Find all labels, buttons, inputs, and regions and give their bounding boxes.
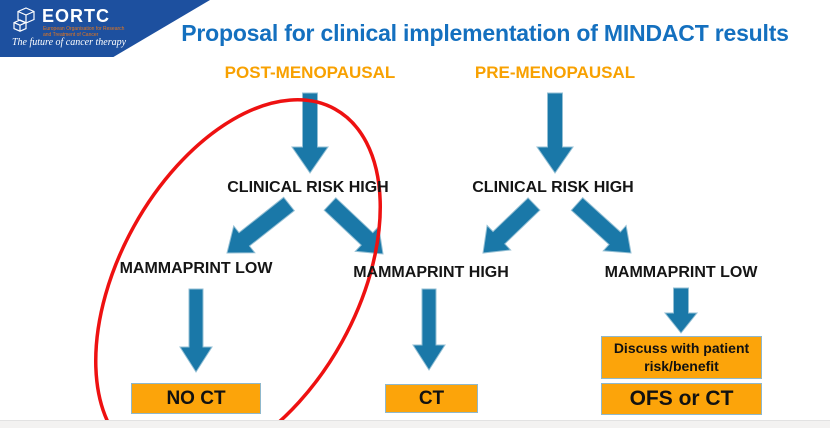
flow-arrow-clinical-risk-left-to-mammaprint-low-left [226, 196, 296, 254]
clinical-risk-high-right-label: CLINICAL RISK HIGH [472, 179, 634, 196]
highlight-ellipse [94, 98, 382, 428]
mammaprint-low-left-label: MAMMAPRINT LOW [119, 260, 273, 277]
logo-org-name: EORTC [42, 6, 110, 26]
clinical-risk-high-left-label: CLINICAL RISK HIGH [227, 179, 389, 196]
logo-org-subtitle-line1: European Organisation for Research [43, 26, 125, 32]
pre-menopausal-label: PRE-MENOPAUSAL [474, 63, 636, 82]
post-menopausal-label: POST-MENOPAUSAL [224, 63, 396, 82]
flow-arrow-mammaprint-high-to-ct [412, 288, 446, 371]
logo-tagline: The future of cancer therapy [12, 37, 127, 48]
no-ct-outcome-box: NO CT [131, 383, 261, 414]
flow-arrow-clinical-risk-right-to-mammaprint-high [482, 197, 541, 254]
flow-arrow-pre-menopausal-to-clinical-risk-high-right [536, 92, 574, 174]
flow-arrow-clinical-risk-left-to-mammaprint-high [323, 197, 384, 255]
discuss-with-patient-box: Discuss with patient risk/benefit [601, 336, 762, 379]
page-title: Proposal for clinical implementation of … [181, 20, 789, 46]
flow-arrow-mammaprint-low-left-to-no-ct [179, 288, 213, 373]
flow-arrow-clinical-risk-right-to-mammaprint-low-right [570, 196, 632, 254]
mammaprint-high-label: MAMMAPRINT HIGH [353, 264, 509, 281]
mammaprint-low-right-label: MAMMAPRINT LOW [604, 264, 758, 281]
eortc-cubes-icon [13, 7, 35, 32]
logo-org-subtitle: European Organisation for Research and T… [43, 26, 124, 39]
logo-org-subtitle-line2: and Treatment of Cancer [43, 32, 99, 39]
ofs-or-ct-outcome-box: OFS or CT [601, 383, 762, 415]
flow-arrow-mammaprint-low-right-to-discuss-with-patient [663, 287, 699, 334]
slide-bottom-edge [0, 420, 830, 428]
ct-outcome-box: CT [385, 384, 478, 413]
